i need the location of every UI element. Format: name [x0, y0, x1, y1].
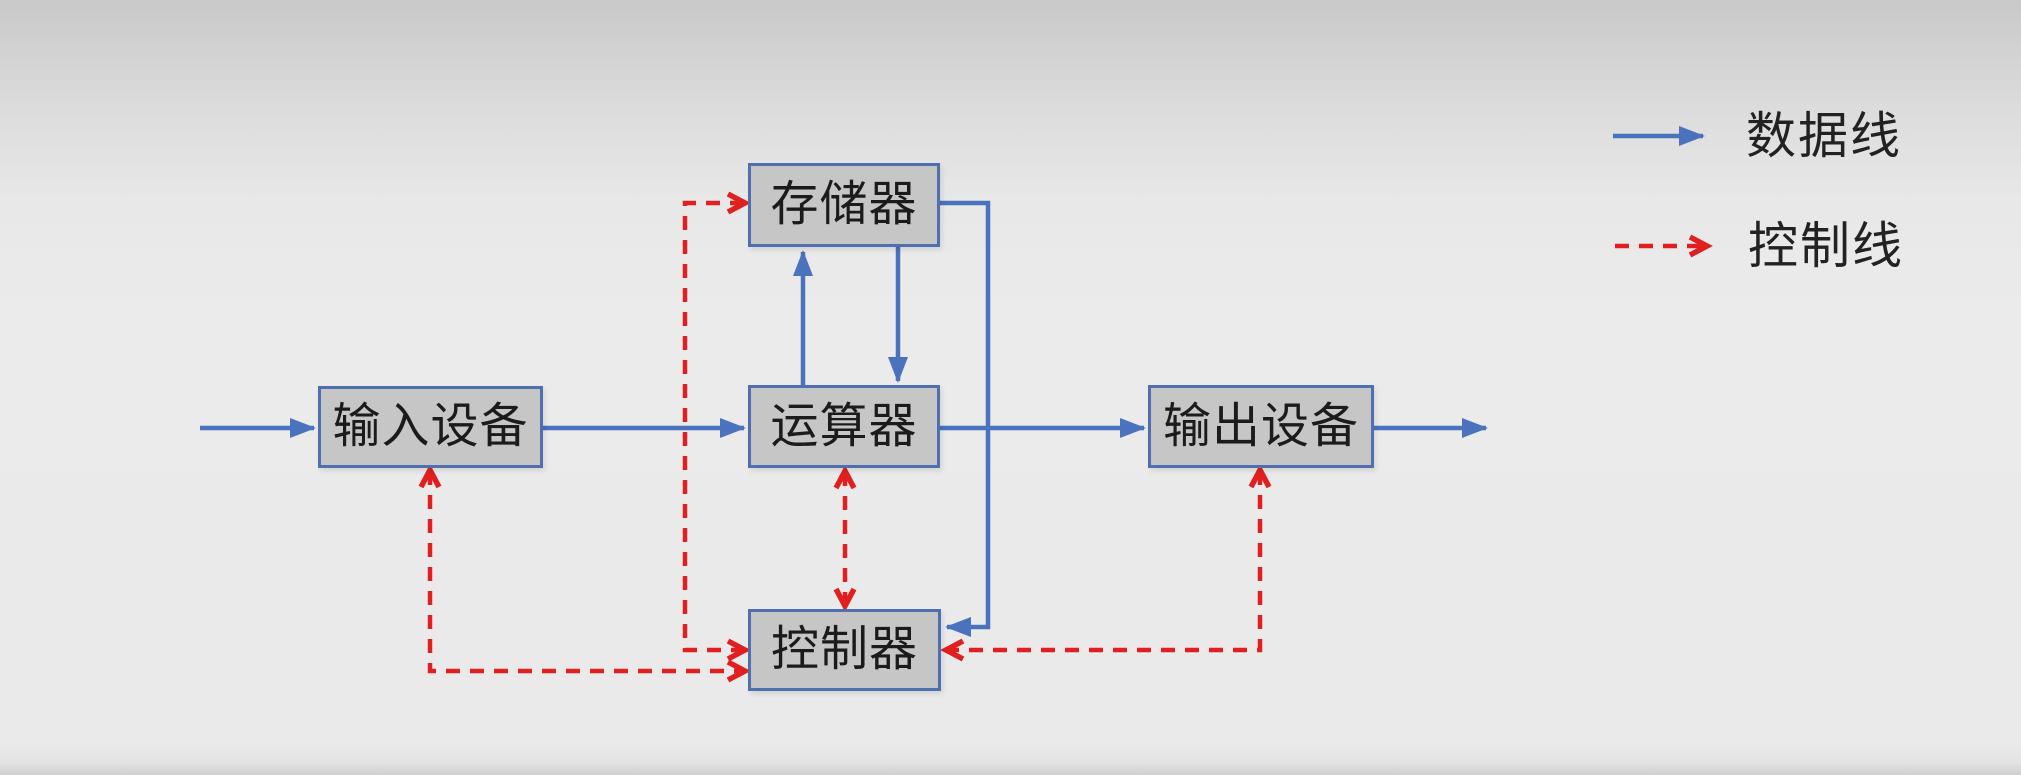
- node-input: 输入设备: [318, 386, 543, 468]
- node-memory-label: 存储器: [770, 178, 918, 231]
- control-line-control-to-input: [418, 464, 751, 683]
- node-alu-label: 运算器: [770, 399, 918, 453]
- data-line-memory-to-control: [940, 200, 991, 637]
- node-input-label: 输入设备: [332, 400, 529, 453]
- legend-data-line-label: 数据线: [1746, 108, 1902, 164]
- node-memory: 存储器: [748, 163, 940, 247]
- node-control: 控制器: [748, 609, 941, 691]
- control-line-control-to-memory: [682, 191, 751, 662]
- node-output: 输出设备: [1148, 385, 1374, 468]
- legend-control-line-label: 控制线: [1748, 218, 1904, 274]
- node-alu: 运算器: [748, 385, 940, 468]
- node-output-label: 输出设备: [1162, 399, 1359, 453]
- control-line-control-to-output: [940, 464, 1272, 662]
- node-control-label: 控制器: [770, 623, 918, 676]
